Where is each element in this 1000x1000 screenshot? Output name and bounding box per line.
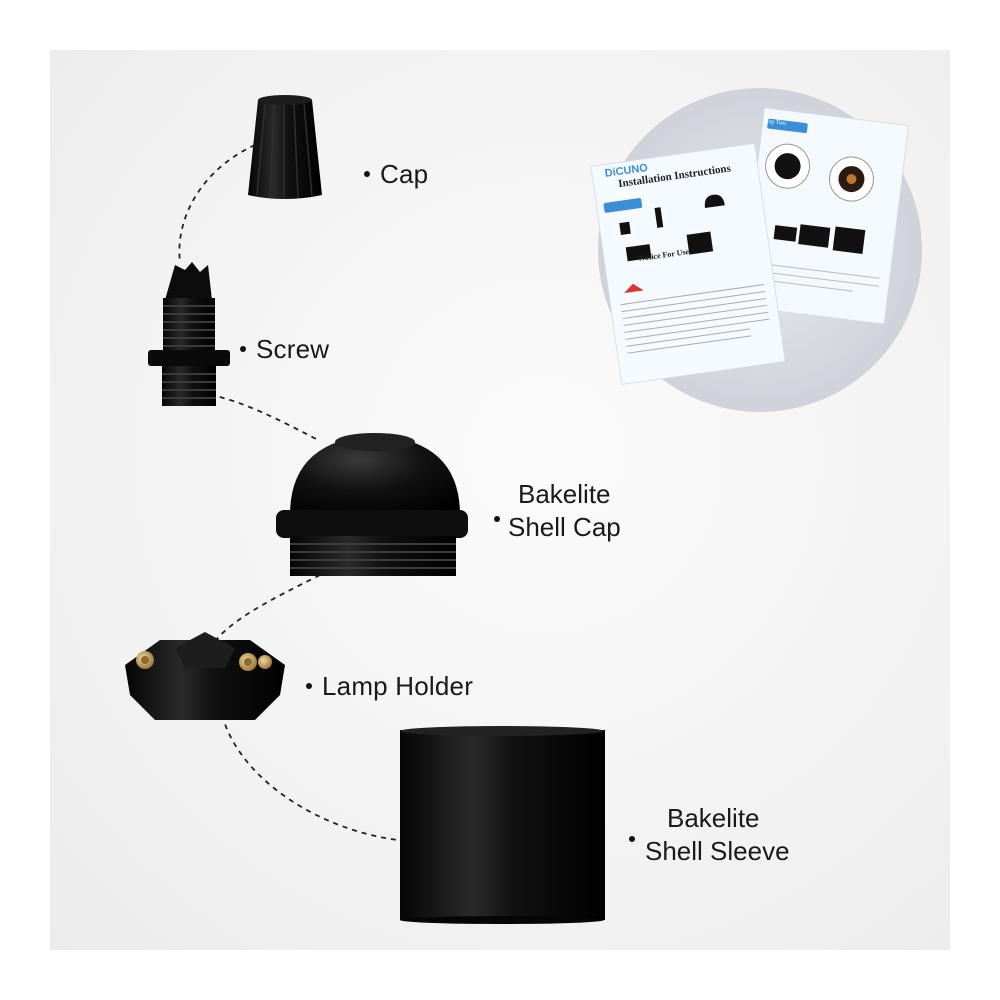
label-bakelite-shell-cap: Bakelite Shell Cap [494, 478, 621, 544]
label-shell-sleeve-line1: Bakelite [667, 803, 760, 833]
bullet-dot [364, 171, 370, 178]
instruction-manual-inset [590, 88, 922, 412]
connector-line [178, 144, 399, 841]
bullet-dot [629, 836, 635, 842]
label-screw-text: Screw [256, 334, 330, 364]
label-bakelite-shell-sleeve: Bakelite Shell Sleeve [629, 802, 790, 868]
bullet-dot [494, 516, 500, 522]
label-shell-sleeve-line2: Shell Sleeve [645, 836, 790, 866]
cap-part [248, 95, 322, 199]
screw-part [148, 262, 230, 406]
label-shell-cap-line1: Bakelite [518, 479, 611, 509]
bullet-dot [240, 346, 246, 353]
label-lamp-holder-text: Lamp Holder [322, 671, 474, 701]
bakelite-shell-cap-part [276, 433, 468, 576]
label-cap: Cap [364, 158, 428, 190]
bullet-dot [306, 683, 312, 690]
label-cap-text: Cap [380, 159, 429, 189]
bakelite-shell-sleeve-part [400, 726, 605, 924]
lamp-holder-part [125, 632, 285, 720]
manual-front-sheet: DiCUNO Installation Instructions Step On… [604, 151, 742, 266]
label-shell-cap-line2: Shell Cap [508, 512, 621, 542]
label-screw: Screw [240, 333, 329, 365]
label-lamp-holder: Lamp Holder [306, 670, 473, 702]
